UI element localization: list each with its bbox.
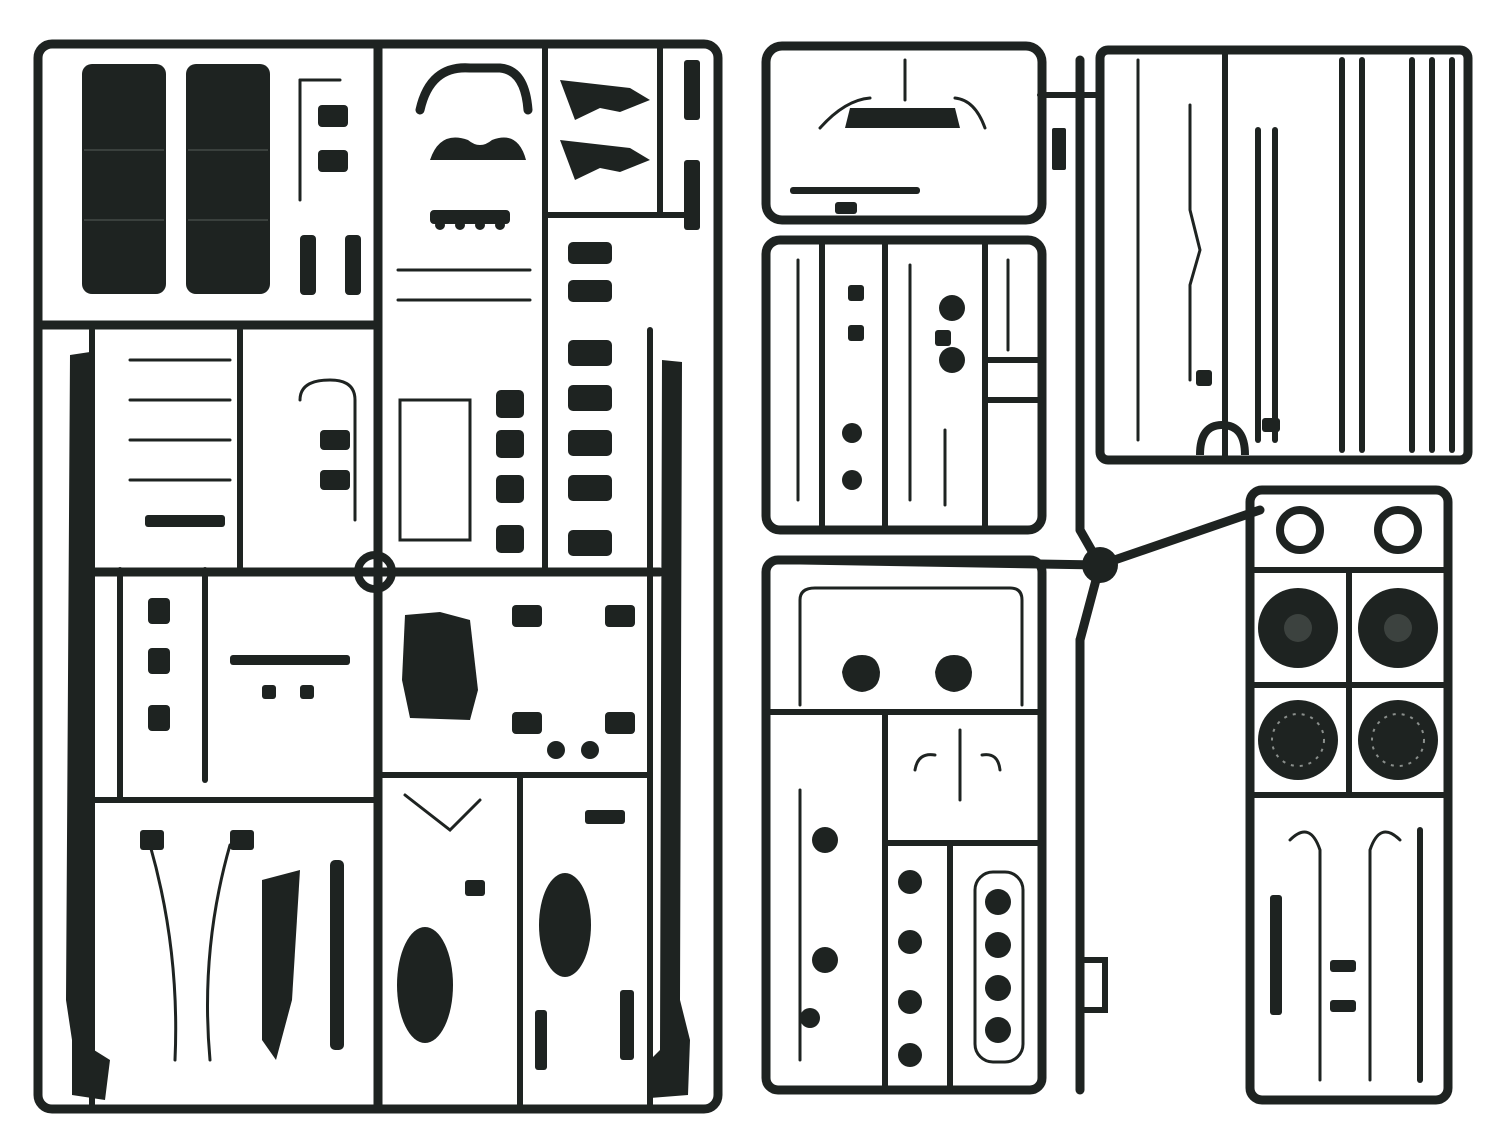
small-parts-sprue (761, 235, 1047, 535)
wheels-sprue (1245, 485, 1453, 1105)
axle-housing-part (397, 927, 453, 1043)
chassis-rail-part (650, 360, 690, 1098)
axle-housing-part (539, 873, 591, 977)
cab-panel-frame (761, 41, 1047, 225)
frame-rails-sprue (1037, 45, 1473, 465)
chassis-rail-part (66, 352, 110, 1100)
tire-ring-part (1374, 506, 1422, 554)
fuel-tank-part (82, 64, 166, 294)
wheel-hub-part (1258, 700, 1338, 780)
tire-ring-part (1276, 506, 1324, 554)
connector-hub (1082, 547, 1118, 583)
sprue-hub (354, 551, 396, 593)
engine-sprue (761, 555, 1047, 1095)
damper-parts (496, 242, 612, 556)
cab-panel-sprue (761, 41, 1047, 225)
gearbox-part (402, 612, 478, 720)
left-sprue (33, 39, 723, 1114)
small-parts-cluster (298, 78, 361, 295)
rod-parts (128, 268, 532, 542)
wheel-hub-part (1358, 700, 1438, 780)
fuel-tank-part (186, 64, 270, 294)
